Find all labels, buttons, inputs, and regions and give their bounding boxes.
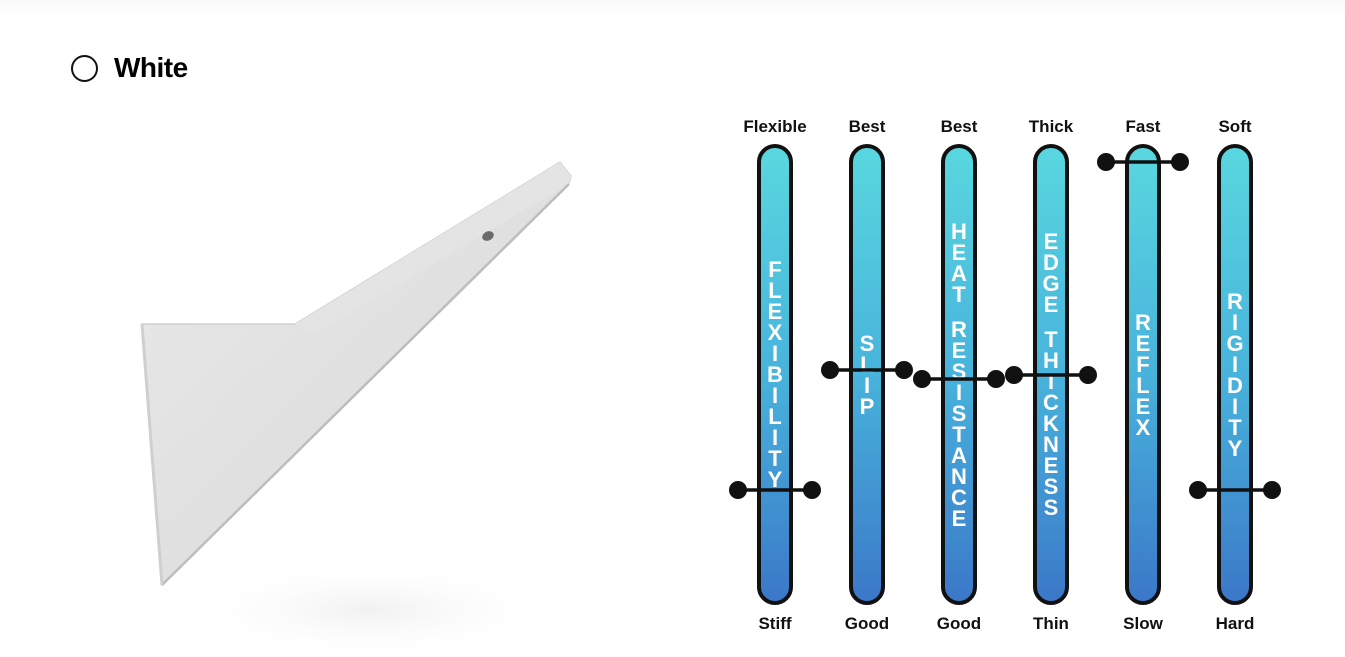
meter-letter: I <box>1047 369 1055 394</box>
meter-letter: G <box>1226 330 1244 356</box>
meter-letter: F <box>768 257 782 282</box>
meter-letter: R <box>1135 309 1151 335</box>
meter-letter: E <box>767 299 783 324</box>
meter-letter: R <box>951 316 967 342</box>
meter-letter: R <box>1227 288 1243 314</box>
meter-letter: S <box>859 330 875 356</box>
meter-level-marker[interactable] <box>909 368 1009 390</box>
meter-letter: E <box>1135 330 1151 356</box>
meter-bottom-label: Slow <box>1123 614 1163 633</box>
meter-letter: I <box>1231 351 1239 377</box>
meter-letter: E <box>1043 229 1059 254</box>
meter-letter: T <box>1228 414 1242 440</box>
white-radio-button[interactable] <box>71 54 98 82</box>
meter-letter: S <box>951 358 967 384</box>
meter-letter: E <box>951 505 967 531</box>
meter-letter: N <box>951 463 967 489</box>
meter-letter: I <box>955 379 963 405</box>
meter-letter: I <box>1231 309 1239 335</box>
meter-letter: L <box>1136 372 1150 398</box>
meter-letter: B <box>767 362 783 387</box>
option-label[interactable]: White <box>114 52 188 83</box>
meter-letter: E <box>951 337 967 363</box>
meter-letter: D <box>1043 250 1059 275</box>
meter-level-marker[interactable] <box>1001 364 1101 386</box>
meter-letter: E <box>1043 292 1059 317</box>
meter-bottom-label: Hard <box>1215 614 1255 633</box>
meter-top-label: Best <box>848 117 886 136</box>
meter-bottom-label: Good <box>844 614 890 633</box>
squeegee-product-image <box>120 140 600 657</box>
meter-letter: I <box>771 341 779 366</box>
meter-level-marker[interactable] <box>817 359 917 381</box>
meter-letter: P <box>859 393 875 419</box>
meter-letter: G <box>1042 271 1060 296</box>
meter-level-marker[interactable] <box>1185 479 1285 501</box>
meter-letter: T <box>768 446 782 471</box>
meter-letter: A <box>951 260 967 286</box>
meter-level-marker[interactable] <box>725 479 825 501</box>
meter-letter: C <box>951 484 967 510</box>
meter-letter: Y <box>767 467 783 492</box>
white-squeegee-icon <box>140 161 572 657</box>
meter-bottom-label: Stiff <box>758 614 792 633</box>
meter-letter: L <box>768 278 782 303</box>
meter-letter: N <box>1043 432 1059 457</box>
meter-letter: L <box>768 404 782 429</box>
meter-letter: Y <box>1227 435 1243 461</box>
meter-letter: A <box>951 442 967 468</box>
meter-letter: H <box>1043 348 1059 373</box>
meter-letter: T <box>952 281 966 307</box>
meter-letter: X <box>1135 414 1151 440</box>
meter-letter: E <box>951 239 967 265</box>
meter-letter: K <box>1043 411 1059 436</box>
meter-letter: E <box>1043 453 1059 478</box>
meter-letter: I <box>771 425 779 450</box>
meter-letter: S <box>1043 474 1059 499</box>
meter-letter: D <box>1227 372 1243 398</box>
meter-letter: C <box>1043 390 1059 415</box>
meter-letter: T <box>952 421 966 447</box>
meter-letter: I <box>863 372 871 398</box>
meter-top-label: Soft <box>1218 117 1252 136</box>
meter-letter: H <box>951 218 967 244</box>
top-divider <box>0 0 1345 22</box>
meter-letter: I <box>1231 393 1239 419</box>
meter-top-label: Fast <box>1125 117 1161 136</box>
color-option-white[interactable]: White <box>71 51 188 85</box>
meter-letter: S <box>1043 495 1059 520</box>
meter-top-label: Thick <box>1028 117 1074 136</box>
meter-top-label: Best <box>940 117 978 136</box>
meter-letter: S <box>951 400 967 426</box>
meter-letter: F <box>1136 351 1150 377</box>
meter-letter: E <box>1135 393 1151 419</box>
meter-top-label: Flexible <box>743 117 807 136</box>
meter-letter: X <box>767 320 783 345</box>
meter-letter: T <box>1044 327 1058 352</box>
meter-bottom-label: Thin <box>1033 614 1069 633</box>
meter-level-marker[interactable] <box>1093 151 1193 173</box>
meter-letter: I <box>771 383 779 408</box>
meter-bottom-label: Good <box>936 614 982 633</box>
